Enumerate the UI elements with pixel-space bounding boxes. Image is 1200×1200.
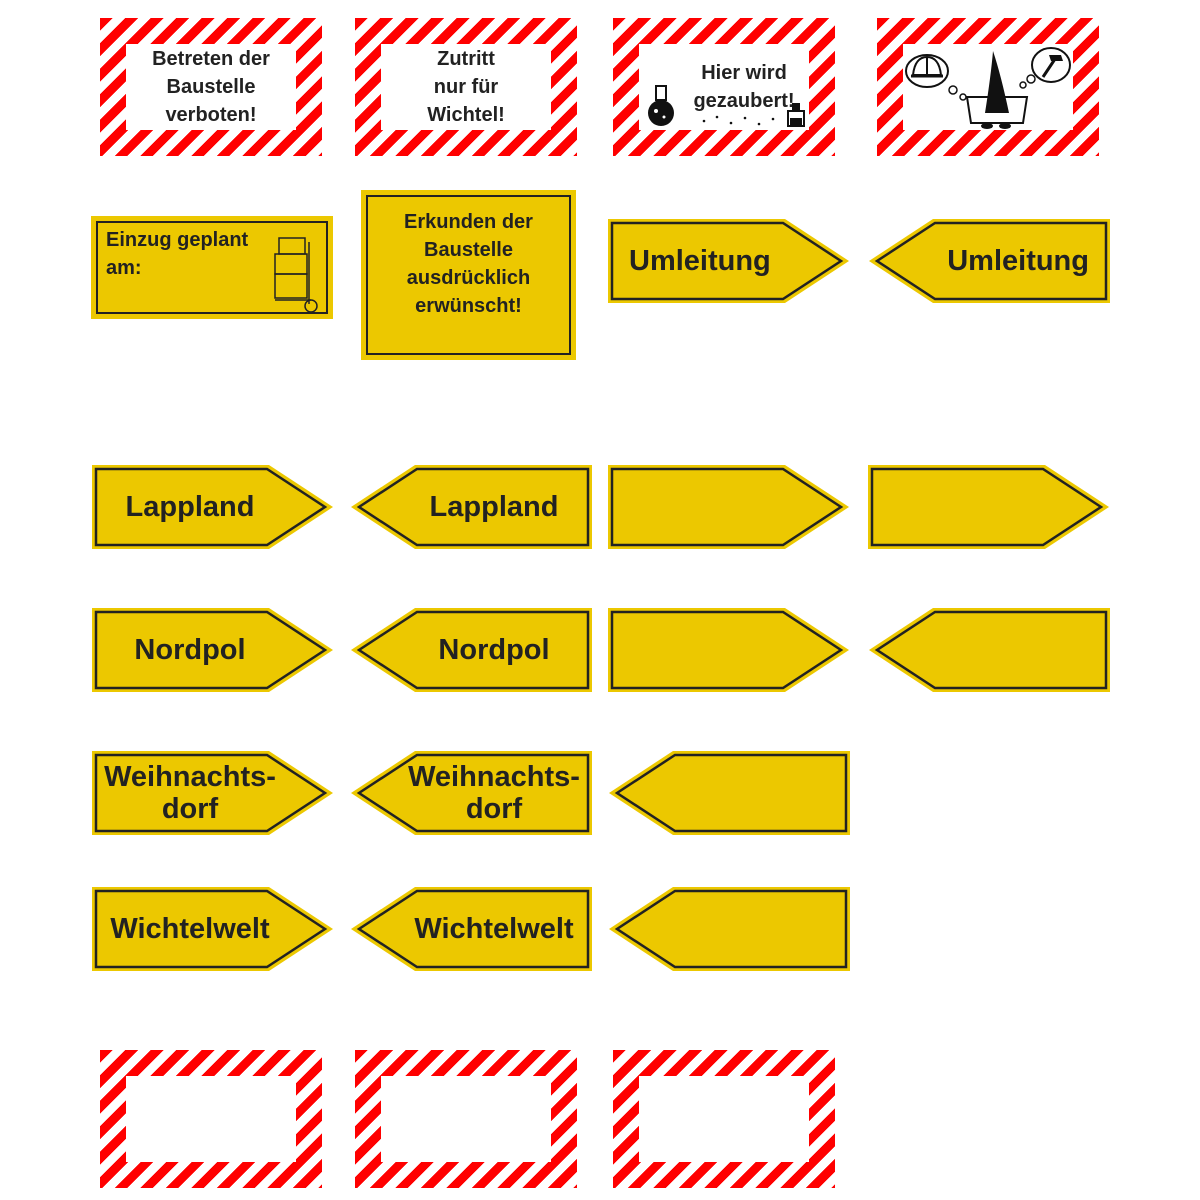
blank-warning-frame <box>613 1050 835 1188</box>
direction-sign-right: Weihnachts- dorf <box>91 750 335 836</box>
blank-direction-sign-right <box>607 607 851 693</box>
detour-sign-text: Umleitung <box>629 245 771 277</box>
info-panel-move-in: Einzug geplant am: <box>91 216 333 319</box>
direction-sign-text: Wichtelwelt <box>110 913 270 945</box>
blank-warning-frame <box>355 1050 577 1188</box>
info-panel-text: Einzug geplant am: <box>106 229 249 279</box>
gnome-hat-icon <box>965 51 1029 129</box>
direction-sign-text: Weihnachts- dorf <box>104 761 276 825</box>
blank-direction-sign-left <box>867 607 1111 693</box>
detour-sign-left: Umleitung <box>867 218 1111 304</box>
direction-sign-left: Weihnachts- dorf <box>349 750 593 836</box>
sparkle-icon <box>702 115 775 126</box>
direction-sign-text: Weihnachts- dorf <box>408 761 580 825</box>
detour-sign-text: Umleitung <box>947 245 1089 277</box>
detour-sign-right: Umleitung <box>607 218 851 304</box>
direction-sign-left: Nordpol <box>349 607 593 693</box>
warning-sign-text: Hier wird gezaubert! <box>693 62 795 112</box>
direction-sign-right: Nordpol <box>91 607 335 693</box>
warning-sign-magic: Hier wird gezaubert! <box>613 18 835 156</box>
hammer-icon <box>1031 47 1071 83</box>
info-panel-explore-site: Erkunden der Baustelle ausdrücklich erwü… <box>361 190 576 360</box>
direction-sign-text: Wichtelwelt <box>414 913 574 945</box>
potion-flask-icon <box>648 85 674 126</box>
direction-sign-text: Nordpol <box>134 634 246 666</box>
direction-sign-right: Lappland <box>91 464 335 550</box>
direction-sign-text: Lappland <box>429 491 559 523</box>
direction-sign-left: Wichtelwelt <box>349 886 593 972</box>
warning-sign-text: Zutritt nur für Wichtel! <box>427 48 505 126</box>
warning-sign-no-entry: Betreten der Baustelle verboten! <box>100 18 322 156</box>
blank-direction-sign-left <box>607 750 851 836</box>
hand-truck-boxes-icon <box>274 237 318 313</box>
blank-direction-sign-right <box>607 464 851 550</box>
direction-sign-right: Wichtelwelt <box>91 886 335 972</box>
blank-direction-sign-right <box>867 464 1111 550</box>
small-bottle-icon <box>787 103 805 127</box>
warning-sign-text: Betreten der Baustelle verboten! <box>152 48 270 126</box>
direction-sign-text: Lappland <box>125 491 255 523</box>
warning-sign-gnomes-only: Zutritt nur für Wichtel! <box>355 18 577 156</box>
gnome-thinking-illustration <box>905 47 1071 129</box>
hard-hat-icon <box>905 54 949 88</box>
direction-sign-left: Lappland <box>349 464 593 550</box>
blank-warning-frame <box>100 1050 322 1188</box>
direction-sign-text: Nordpol <box>438 634 550 666</box>
warning-sign-thinking-gnome <box>877 18 1099 156</box>
blank-direction-sign-left <box>607 886 851 972</box>
info-panel-text: Erkunden der Baustelle ausdrücklich erwü… <box>404 211 533 317</box>
